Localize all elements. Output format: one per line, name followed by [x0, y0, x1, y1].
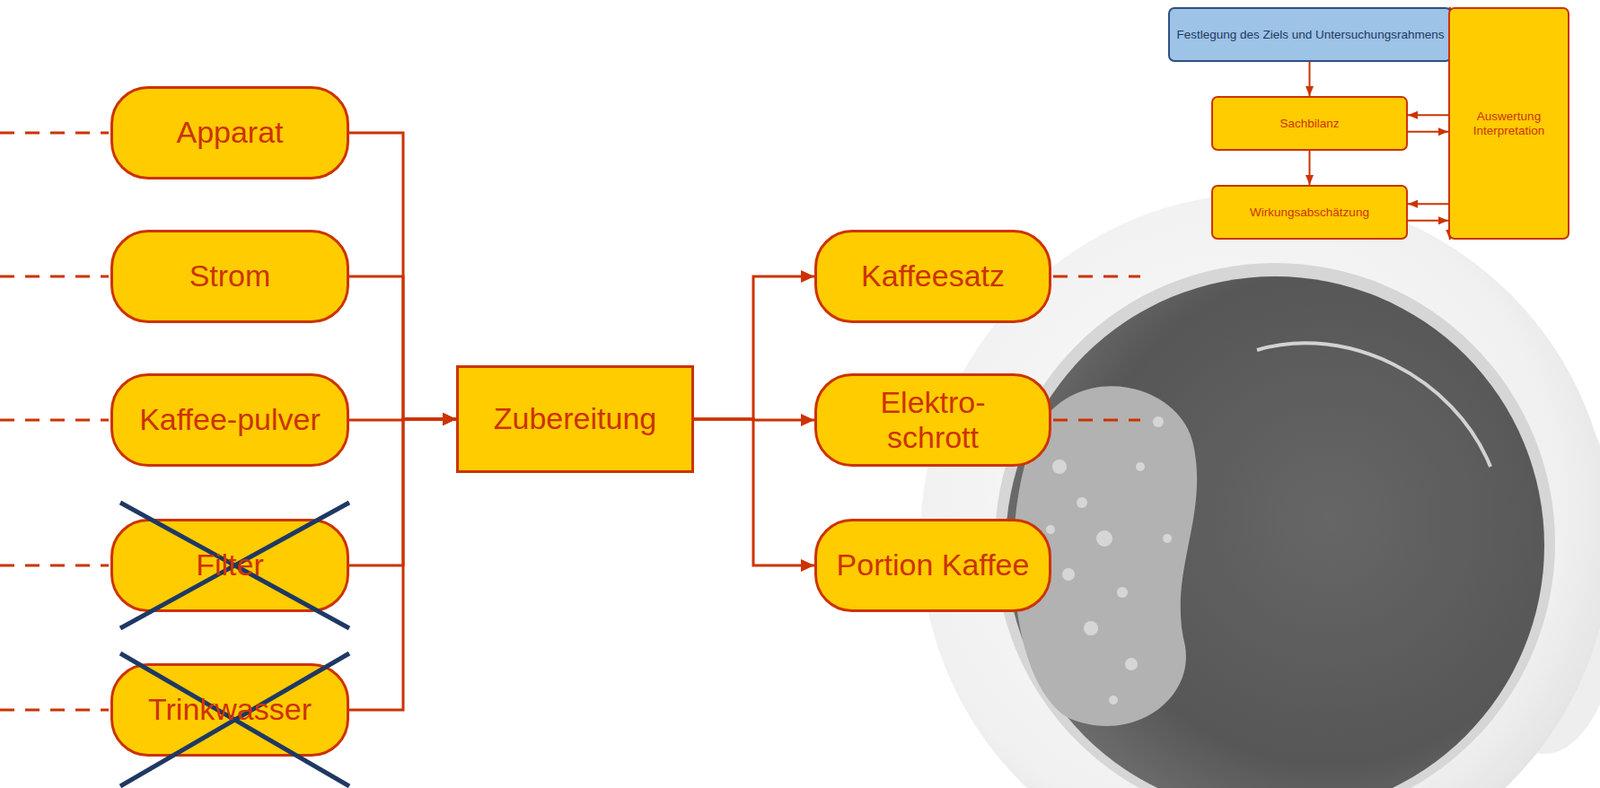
node-label: Kaffee-pulver: [139, 402, 321, 438]
phase-box: Sachbilanz: [1211, 96, 1408, 151]
input-box: Kaffee-pulver: [110, 373, 350, 467]
flow-arrow: [349, 276, 457, 420]
output-box: Elektro- schrott: [814, 373, 1052, 467]
input-box: Strom: [110, 229, 350, 324]
flow-arrow: [1309, 150, 1311, 185]
flow-arrow: [694, 419, 815, 566]
node-label: Elektro- schrott: [856, 385, 1010, 456]
phase-box: Wirkungsabschätzung: [1211, 184, 1408, 240]
node-label: Wirkungsabschätzung: [1249, 205, 1370, 220]
dashed-line: [1053, 275, 1141, 279]
output-box: Portion Kaffee: [814, 518, 1052, 613]
input-box: Apparat: [110, 86, 350, 180]
dashed-line: [0, 419, 109, 422]
dashed-line: [1053, 419, 1141, 422]
cup-inner-rim: [994, 263, 1556, 788]
node-label: Strom: [189, 258, 272, 294]
coffee-highlight: [1257, 342, 1491, 467]
dashed-line: [0, 564, 109, 568]
cross-line: [120, 502, 350, 629]
dashed-flow-lines: [0, 132, 1141, 711]
cross-line: [120, 502, 350, 629]
flow-arrow: [1407, 202, 1449, 205]
node-label: Sachbilanz: [1279, 116, 1339, 132]
dashed-line: [0, 709, 109, 713]
coffee-surface: [1005, 276, 1545, 788]
process-box: Zubereitung: [456, 365, 695, 474]
output-box: Kaffeesatz: [814, 229, 1052, 324]
cross-line: [120, 653, 350, 787]
input-box: Trinkwasser: [110, 663, 350, 757]
node-label: Festlegung des Ziels und Untersuchungsra…: [1177, 27, 1445, 43]
flow-arrow: [1407, 114, 1449, 116]
flow-arrow: [1309, 61, 1311, 97]
flow-arrow: [349, 132, 457, 420]
flow-arrow: [1407, 131, 1449, 133]
node-label: Apparat: [175, 114, 283, 150]
cross-line: [120, 653, 350, 787]
node-label: Zubereitung: [493, 401, 657, 437]
phase-box: Auswertung Interpretation: [1448, 7, 1570, 240]
foam-bubbles: [1046, 416, 1172, 705]
flow-arrow: [694, 276, 815, 420]
node-label: Auswertung Interpretation: [1459, 109, 1559, 138]
input-box: Filter: [110, 518, 350, 613]
node-label: Filter: [195, 547, 264, 583]
node-label: Kaffeesatz: [861, 258, 1005, 294]
flow-arrow: [349, 419, 457, 711]
dashed-line: [0, 131, 109, 135]
node-label: Trinkwasser: [148, 692, 312, 728]
phase-box: Festlegung des Ziels und Untersuchungsra…: [1168, 7, 1452, 62]
dashed-line: [0, 275, 109, 279]
node-label: Portion Kaffee: [836, 547, 1030, 583]
flow-arrow: [1407, 219, 1449, 222]
